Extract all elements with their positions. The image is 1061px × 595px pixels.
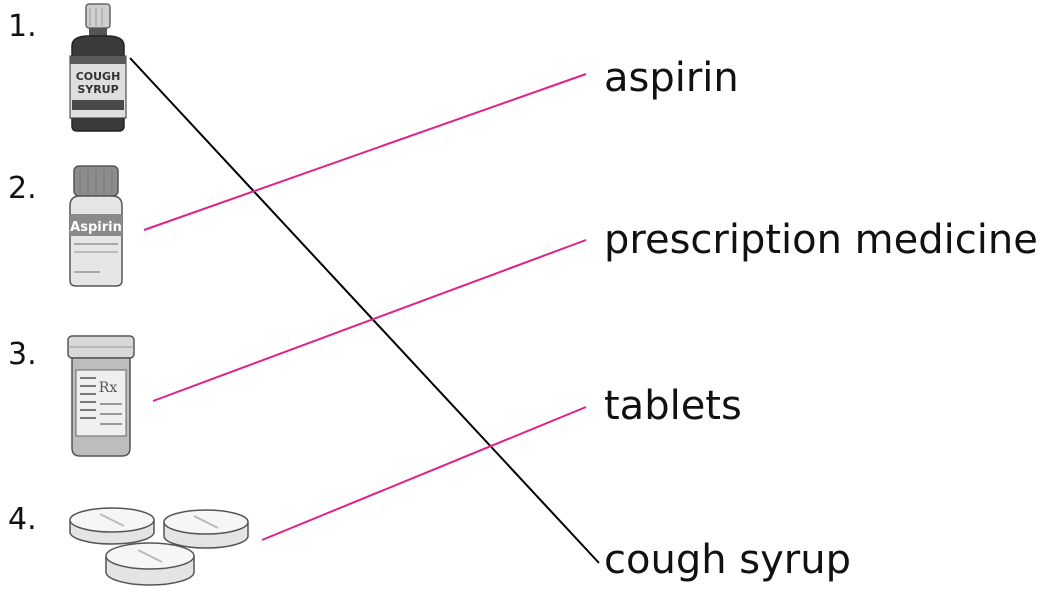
item-number-4: 4. <box>8 502 37 537</box>
tablets-icon <box>69 507 249 586</box>
match-line-3-prescription-medicine <box>152 239 587 402</box>
word-prescription-medicine: prescription medicine <box>604 217 1038 263</box>
aspirin-bottle-label: Aspirin <box>70 220 122 235</box>
match-line-1-cough-syrup <box>129 57 600 564</box>
cough-syrup-label-line-1: COUGH <box>76 70 121 83</box>
item-number-3: 3. <box>8 337 37 372</box>
cough-syrup-label-line-2: SYRUP <box>77 83 118 96</box>
match-line-2-aspirin <box>143 73 587 231</box>
aspirin-bottle-icon: Aspirin <box>69 165 123 287</box>
word-aspirin: aspirin <box>604 55 739 101</box>
item-number-1: 1. <box>8 9 37 44</box>
word-cough-syrup: cough syrup <box>604 537 851 583</box>
match-line-4-tablets <box>261 406 587 541</box>
word-tablets: tablets <box>604 383 742 429</box>
cough-syrup-bottle-icon: COUGH SYRUP <box>69 3 127 132</box>
item-number-2: 2. <box>8 171 37 206</box>
rx-symbol: Rx <box>99 380 118 396</box>
prescription-bottle-icon: Rx <box>67 335 135 457</box>
